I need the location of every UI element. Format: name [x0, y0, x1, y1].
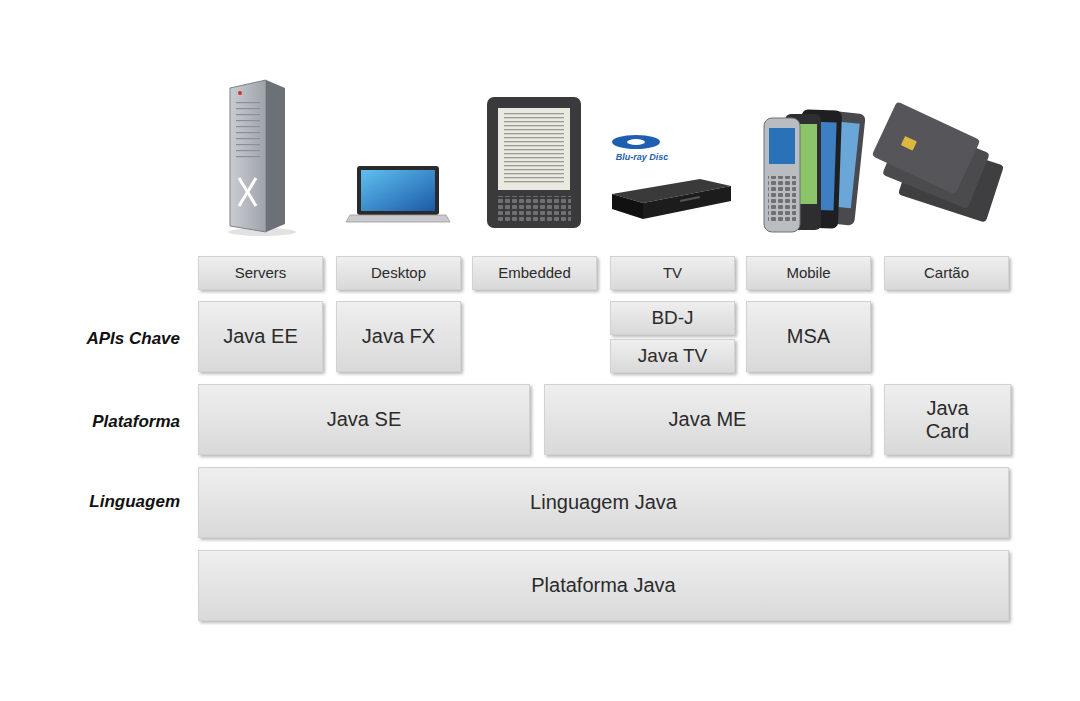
device-label: TV — [610, 256, 735, 290]
laptop-screen — [361, 170, 435, 211]
api-box: BD-J — [610, 301, 735, 335]
box-text: Linguagem Java — [530, 491, 677, 514]
ereader-keyboard — [497, 196, 571, 222]
bluray-disc-logo — [612, 135, 660, 149]
box-text: BD-J — [651, 307, 693, 329]
platform-band: Plataforma Java — [198, 550, 1009, 621]
row-label: Plataforma — [10, 412, 180, 432]
server-illustration — [228, 80, 296, 236]
box-text: MSA — [787, 325, 830, 348]
box-text: TV — [663, 264, 682, 281]
ereader-page — [504, 113, 564, 185]
phone-screen — [769, 128, 795, 164]
laptop-lid — [357, 166, 439, 215]
row-label: APIs Chave — [10, 329, 180, 349]
rack-logo — [239, 178, 256, 206]
box-text: Embedded — [498, 264, 571, 281]
rack-side — [266, 80, 285, 232]
device-label: Servers — [198, 256, 323, 290]
rack-front — [230, 80, 266, 232]
box-text: Java FX — [362, 325, 435, 348]
api-box: Java TV — [610, 339, 735, 373]
ereader-screen — [498, 108, 570, 190]
language-band: Linguagem Java — [198, 467, 1009, 538]
box-text: Java SE — [327, 408, 401, 431]
box-text: Mobile — [786, 264, 830, 281]
device-label: Embedded — [472, 256, 597, 290]
laptop-base — [346, 215, 450, 222]
platform-box: Java SE — [198, 384, 530, 455]
bluray-illustration — [612, 135, 731, 219]
ereader-illustration — [487, 97, 581, 228]
box-text: Desktop — [371, 264, 426, 281]
box-text: Java TV — [638, 345, 707, 367]
box-text: Java Card — [915, 397, 980, 443]
bluray-disc-logo — [627, 139, 645, 145]
phones-illustration — [764, 109, 866, 232]
phone — [764, 118, 800, 232]
box-text: Plataforma Java — [531, 574, 676, 597]
api-box: MSA — [746, 301, 871, 372]
api-box: Java EE — [198, 301, 323, 372]
row-label: Linguagem — [10, 492, 180, 512]
laptop-illustration — [346, 166, 450, 222]
box-text: Java ME — [669, 408, 747, 431]
ereader-body — [487, 97, 581, 228]
logo-text: Blu-ray Disc — [606, 152, 678, 162]
device-label: Mobile — [746, 256, 871, 290]
rack-vents — [236, 100, 260, 160]
device-label: Desktop — [336, 256, 461, 290]
api-box: Java FX — [336, 301, 461, 372]
player-front — [643, 186, 731, 219]
rack-logo — [239, 178, 256, 206]
smart-card — [872, 101, 981, 194]
device-label: Cartão — [884, 256, 1009, 290]
card-chip — [901, 136, 917, 151]
platform-box: Java Card — [884, 384, 1011, 455]
box-text: Java EE — [223, 325, 297, 348]
player-slot — [680, 196, 700, 202]
cards-illustration — [872, 101, 1004, 222]
status-light — [238, 91, 242, 95]
phone-keypad — [768, 176, 796, 222]
platform-box: Java ME — [544, 384, 871, 455]
box-text: Cartão — [924, 264, 969, 281]
box-text: Servers — [235, 264, 287, 281]
player-side — [612, 194, 643, 219]
